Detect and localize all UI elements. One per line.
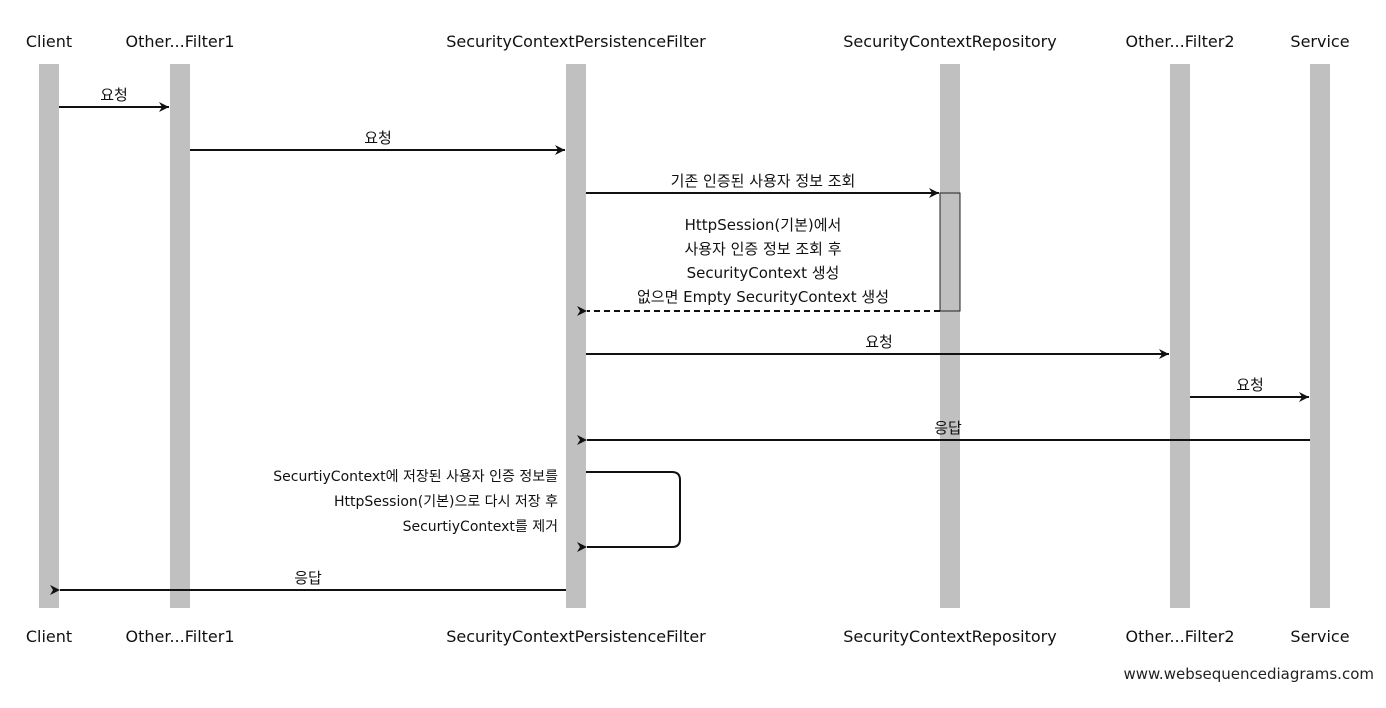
watermark-credit: www.websequencediagrams.com: [1124, 665, 1375, 683]
lifeline-filter2: [1170, 64, 1190, 608]
participant-title-bottom-repo: SecurityContextRepository: [843, 627, 1056, 646]
message-label-3: 기존 인증된 사용자 정보 조회: [671, 172, 856, 190]
message-arrow-8-self: [577, 471, 681, 552]
self-note-line-1: SecurtiyContext에 저장된 사용자 인증 정보를: [273, 469, 558, 485]
return-note-line-4: 없으면 Empty SecurityContext 생성: [637, 288, 889, 306]
self-note-line-3: SecurtiyContext를 제거: [403, 519, 558, 535]
message-label-9: 응답: [294, 569, 322, 587]
return-note-line-2: 사용자 인증 정보 조회 후: [684, 240, 841, 258]
return-note-line-3: SecurityContext 생성: [687, 264, 840, 282]
participant-title-bottom-service: Service: [1290, 627, 1349, 646]
return-note-line-1: HttpSession(기본)에서: [685, 216, 842, 234]
message-label-2: 요청: [364, 129, 392, 147]
participant-title-top-filter1: Other...Filter1: [125, 32, 234, 51]
message-label-6: 요청: [1236, 376, 1264, 394]
participant-title-top-service: Service: [1290, 32, 1349, 51]
participant-title-bottom-filter1: Other...Filter1: [125, 627, 234, 646]
message-label-5: 요청: [865, 333, 893, 351]
participant-title-top-client: Client: [26, 32, 72, 51]
participant-title-bottom-client: Client: [26, 627, 72, 646]
participant-title-bottom-scpf: SecurityContextPersistenceFilter: [446, 627, 706, 646]
lifeline-repo: [940, 64, 960, 608]
participant-title-top-scpf: SecurityContextPersistenceFilter: [446, 32, 706, 51]
lifeline-scpf: [566, 64, 586, 608]
activation-repo: [939, 192, 961, 312]
lifeline-client: [39, 64, 59, 608]
participant-title-top-filter2: Other...Filter2: [1125, 32, 1234, 51]
message-label-1: 요청: [100, 86, 128, 104]
lifeline-filter1: [170, 64, 190, 608]
lifeline-service: [1310, 64, 1330, 608]
self-note-line-2: HttpSession(기본)으로 다시 저장 후: [334, 494, 558, 510]
participant-title-bottom-filter2: Other...Filter2: [1125, 627, 1234, 646]
message-label-7: 응답: [934, 419, 962, 437]
participant-title-top-repo: SecurityContextRepository: [843, 32, 1056, 51]
